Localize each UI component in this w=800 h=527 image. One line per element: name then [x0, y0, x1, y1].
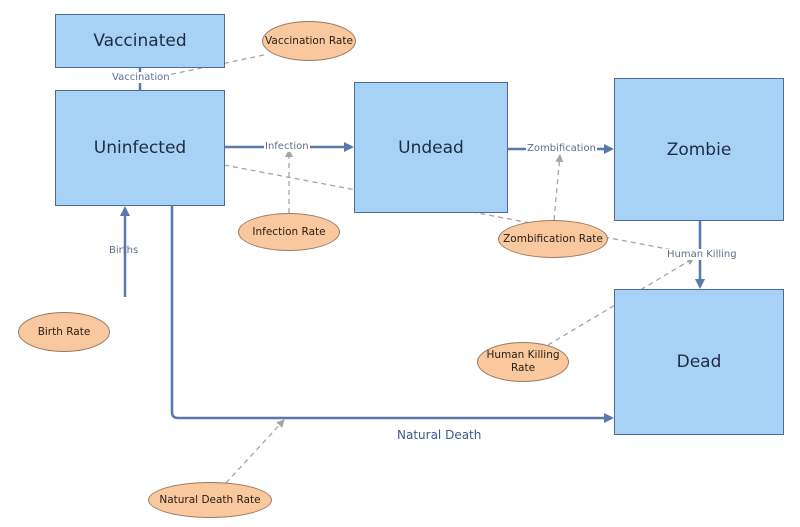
- flow-label-infection: Infection: [264, 141, 310, 152]
- stock-vaccinated: Vaccinated: [55, 14, 225, 68]
- var-human-killing-rate-line2: Rate: [510, 362, 536, 374]
- flow-label-natural-death: Natural Death: [397, 428, 482, 442]
- flow-label-vaccination: Vaccination: [111, 72, 171, 83]
- var-zombification-rate-label: Zombification Rate: [503, 232, 603, 245]
- flow-label-human-killing: Human Killing: [666, 249, 738, 260]
- stock-vaccinated-label: Vaccinated: [93, 31, 187, 51]
- flow-label-births: Births: [109, 245, 139, 256]
- var-human-killing-rate-line1: Human Killing: [486, 349, 560, 361]
- zombification-rate-link: [553, 154, 564, 221]
- stock-zombie-label: Zombie: [666, 139, 732, 160]
- var-natural-death-rate-label: Natural Death Rate: [159, 493, 261, 506]
- stock-dead-label: Dead: [676, 352, 722, 372]
- var-infection-rate-label: Infection Rate: [252, 225, 326, 238]
- flow-label-zombification: Zombification: [526, 143, 597, 154]
- var-birth-rate-label: Birth Rate: [37, 325, 91, 338]
- stock-zombie: Zombie: [614, 78, 784, 221]
- var-human-killing-rate-label: Human Killing Rate: [486, 349, 559, 375]
- natural-death-rate-link: [225, 419, 285, 484]
- var-zombification-rate: Zombification Rate: [498, 220, 608, 258]
- uninfected-to-killing-link: [223, 164, 695, 257]
- stock-undead-label: Undead: [398, 137, 464, 158]
- natural-death-flow: [170, 205, 614, 423]
- var-infection-rate: Infection Rate: [238, 213, 340, 251]
- stock-dead: Dead: [614, 289, 784, 435]
- var-human-killing-rate: Human Killing Rate: [477, 342, 569, 382]
- stock-undead: Undead: [354, 82, 508, 213]
- var-vaccination-rate-label: Vaccination Rate: [265, 34, 353, 47]
- stock-uninfected-label: Uninfected: [93, 138, 187, 158]
- var-vaccination-rate: Vaccination Rate: [262, 21, 356, 61]
- var-natural-death-rate: Natural Death Rate: [148, 482, 272, 518]
- var-birth-rate: Birth Rate: [18, 312, 110, 352]
- stock-uninfected: Uninfected: [55, 90, 225, 206]
